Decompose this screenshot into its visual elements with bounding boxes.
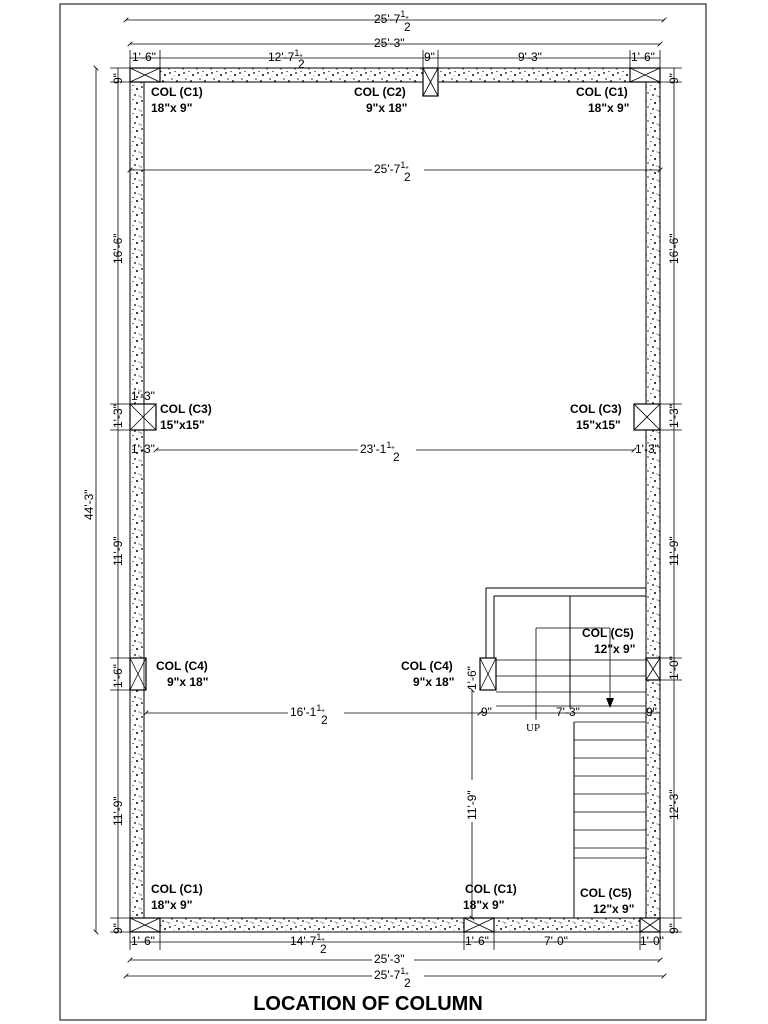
svg-text:2: 2: [404, 20, 411, 34]
svg-text:2: 2: [404, 170, 411, 184]
dim-c3-right-below: 1'-3": [635, 442, 659, 456]
dim-stair-seg-2: 7'-3": [556, 705, 580, 719]
dim-left-1-6: 1'-6": [111, 664, 125, 688]
dim-overall-width-bottom: 25'-71": [374, 966, 409, 982]
col-label-size: 18"x 9": [151, 101, 192, 115]
column-c3-left: [129, 403, 157, 431]
dim-right-9-top: 9": [667, 73, 681, 84]
svg-text:2: 2: [404, 976, 411, 990]
col-label-name: COL (C2): [354, 85, 406, 99]
dim-overall-width-inner-bottom: 25'-3": [374, 952, 405, 966]
dim-top-seg-3: 9": [424, 50, 435, 64]
dim-bottom-seg-2: 14'-71": [290, 932, 325, 948]
dim-overall-width-inner-top: 25'-3": [374, 36, 405, 50]
dim-bottom-seg-1: 1'-6": [131, 934, 155, 948]
dim-bottom-seg-5: 1'-0": [640, 934, 664, 948]
col-label-size: 18"x 9": [463, 898, 504, 912]
dim-stair-seg-1: 9": [481, 705, 492, 719]
dim-c3-left-width: 1'-3": [131, 389, 155, 403]
columns: [129, 67, 661, 933]
col-label-name: COL (C1): [151, 85, 203, 99]
col-label-name: COL (C1): [465, 882, 517, 896]
dim-bottom-seg-4: 7'-0": [544, 934, 568, 948]
vertical-dimensions: 44'-3" 9" 16'-6" 1'-3" 11'-9" 1'-6" 11'-…: [82, 68, 682, 934]
dim-right-9-bottom: 9": [667, 923, 681, 934]
dim-inner-span-3: 16'-11": [290, 703, 325, 719]
column-c1-bottom-left: [129, 917, 161, 933]
col-label-name: COL (C1): [576, 85, 628, 99]
col-label-size: 12"x 9": [593, 902, 634, 916]
column-c2-top: [422, 67, 439, 97]
dim-left-1-3: 1'-3": [111, 404, 125, 428]
drawing-title: LOCATION OF COLUMN: [253, 993, 483, 1015]
dim-left-9-bottom: 9": [111, 923, 125, 934]
dim-left-11-9-b: 11'-9": [111, 796, 125, 826]
staircase: UP: [485, 587, 646, 918]
column-c5-right-middle: [645, 657, 661, 681]
dim-overall-height: 44'-3": [82, 489, 96, 520]
wall-top: [129, 67, 661, 83]
col-label-name: COL (C5): [580, 886, 632, 900]
dim-overall-width-top: 25'-71": [374, 9, 409, 26]
sheet-border: [59, 3, 707, 1021]
column-c1-top-right: [629, 67, 661, 83]
wall-right-middle: [645, 429, 661, 659]
wall-left-middle: [129, 429, 145, 659]
walls: [129, 67, 661, 933]
column-c5-bottom-right: [639, 917, 661, 933]
dim-c4-height: 1'-6": [465, 666, 479, 690]
dim-left-16-6: 16'-6": [111, 233, 125, 264]
dim-right-11-9: 11'-9": [667, 536, 681, 566]
dim-right-16-6: 16'-6": [667, 233, 681, 264]
horizontal-dimensions: 25'-71" 2 25'-3" 1'-6" 12'-71" 2 9" 9'-3…: [126, 9, 664, 990]
col-label-size: 9"x 18": [167, 675, 208, 689]
wall-left-lower: [129, 689, 145, 919]
column-c4-left: [129, 657, 147, 691]
col-label-size: 18"x 9": [151, 898, 192, 912]
column-c3-right: [633, 403, 661, 431]
dim-left-9-top: 9": [111, 73, 125, 84]
svg-text:2: 2: [320, 942, 327, 956]
dim-top-seg-4: 9'-3": [518, 50, 542, 64]
dim-bottom-seg-3: 1'-6": [465, 934, 489, 948]
dim-left-11-9-a: 11'-9": [111, 536, 125, 566]
col-label-name: COL (C4): [156, 659, 208, 673]
svg-text:2: 2: [321, 713, 328, 727]
col-label-name: COL (C5): [582, 626, 634, 640]
svg-text:2: 2: [298, 57, 305, 71]
col-label-size: 9"x 18": [413, 675, 454, 689]
col-label-size: 15"x15": [160, 418, 205, 432]
dim-right-12-3: 12'-3": [667, 789, 681, 820]
col-label-name: COL (C3): [160, 402, 212, 416]
dim-stair-seg-3: 9": [646, 705, 657, 719]
column-c1-bottom-middle: [463, 917, 495, 933]
column-c1-top-left: [129, 67, 161, 83]
svg-text:2: 2: [393, 450, 400, 464]
wall-right-upper: [645, 81, 661, 405]
col-label-size: 9"x 18": [366, 101, 407, 115]
col-label-size: 15"x15": [576, 418, 621, 432]
stair-up-label: UP: [526, 722, 540, 734]
dim-inner-span-2: 23'-11": [360, 440, 395, 456]
dim-inner-span-1: 25'-71": [374, 160, 409, 176]
dim-right-1-3: 1'-3": [667, 404, 681, 428]
dim-right-1-0: 1'-0": [667, 656, 681, 680]
col-label-name: COL (C4): [401, 659, 453, 673]
col-label-size: 12"x 9": [594, 642, 635, 656]
dim-top-seg-5: 1'-6": [631, 50, 655, 64]
wall-left-upper: [129, 81, 145, 405]
wall-bottom: [129, 917, 661, 933]
column-c4-middle: [479, 657, 497, 691]
dim-inner-11-9: 11'-9": [465, 790, 479, 820]
col-label-size: 18"x 9": [588, 101, 629, 115]
dim-c3-left-below: 1'-3": [131, 442, 155, 456]
col-label-name: COL (C1): [151, 882, 203, 896]
dim-top-seg-2: 12'-71": [268, 48, 303, 64]
col-label-name: COL (C3): [570, 402, 622, 416]
dim-top-seg-1: 1'-6": [132, 50, 156, 64]
column-labels: COL (C1) 18"x 9" COL (C2) 9"x 18" COL (C…: [151, 85, 635, 916]
